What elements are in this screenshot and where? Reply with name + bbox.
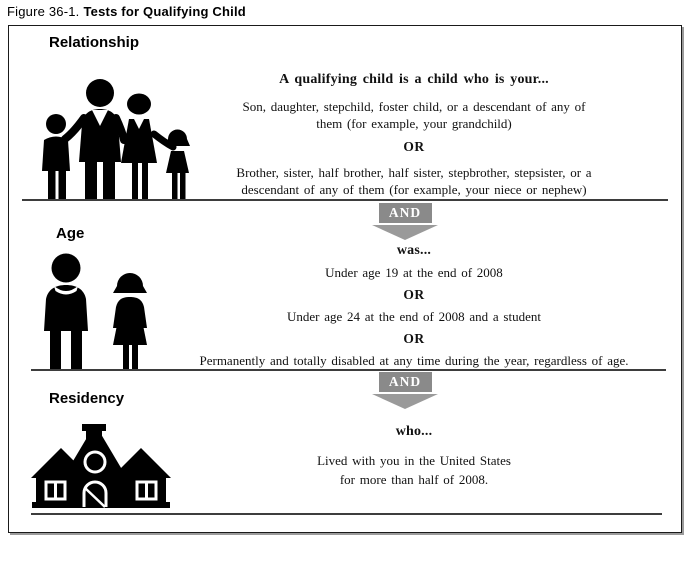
figure-number: Figure 36-1. (7, 4, 80, 19)
section-divider-2 (31, 369, 666, 371)
age-option-2: Under age 24 at the end of 2008 and a st… (287, 309, 541, 324)
and-connector-2: AND (372, 372, 438, 409)
relationship-text-column: A qualifying child is a child who is you… (139, 72, 689, 198)
age-option-3: Permanently and totally disabled at any … (199, 353, 629, 368)
section-heading-age: Age (56, 225, 85, 242)
figure-box: Relationship (8, 25, 682, 533)
down-arrow-icon (372, 394, 438, 409)
age-option-1: Under age 19 at the end of 2008 (325, 265, 503, 280)
relationship-or-label: OR (403, 139, 425, 154)
figure-name: Tests for Qualifying Child (83, 4, 246, 19)
ground-line-residency (31, 513, 662, 515)
house-icon (31, 424, 171, 508)
section-heading-residency: Residency (49, 390, 125, 407)
teenagers-silhouette-icon (44, 253, 147, 369)
section-divider-1 (22, 199, 668, 201)
age-lead: was... (396, 243, 432, 258)
and-label-1: AND (378, 203, 432, 223)
family-silhouette-icon (42, 79, 190, 200)
and-connector-1: AND (372, 203, 438, 240)
relationship-option-2: Brother, sister, half brother, half sist… (236, 165, 592, 197)
age-or-label-2: OR (403, 331, 425, 346)
relationship-lead: A qualifying child is a child who is you… (279, 72, 549, 87)
residency-lead: who... (395, 424, 433, 439)
figure-title: Figure 36-1.Tests for Qualifying Child (7, 4, 246, 19)
age-or-label-1: OR (403, 287, 425, 302)
residency-option-1: Lived with you in the United States for … (317, 453, 511, 487)
section-heading-relationship: Relationship (49, 34, 140, 51)
down-arrow-icon (372, 225, 438, 240)
age-text-column: was... Under age 19 at the end of 2008 O… (139, 244, 689, 376)
relationship-option-1: Son, daughter, stepchild, foster child, … (242, 99, 586, 131)
and-label-2: AND (378, 372, 432, 392)
residency-text-column: who... Lived with you in the United Stat… (139, 424, 689, 489)
